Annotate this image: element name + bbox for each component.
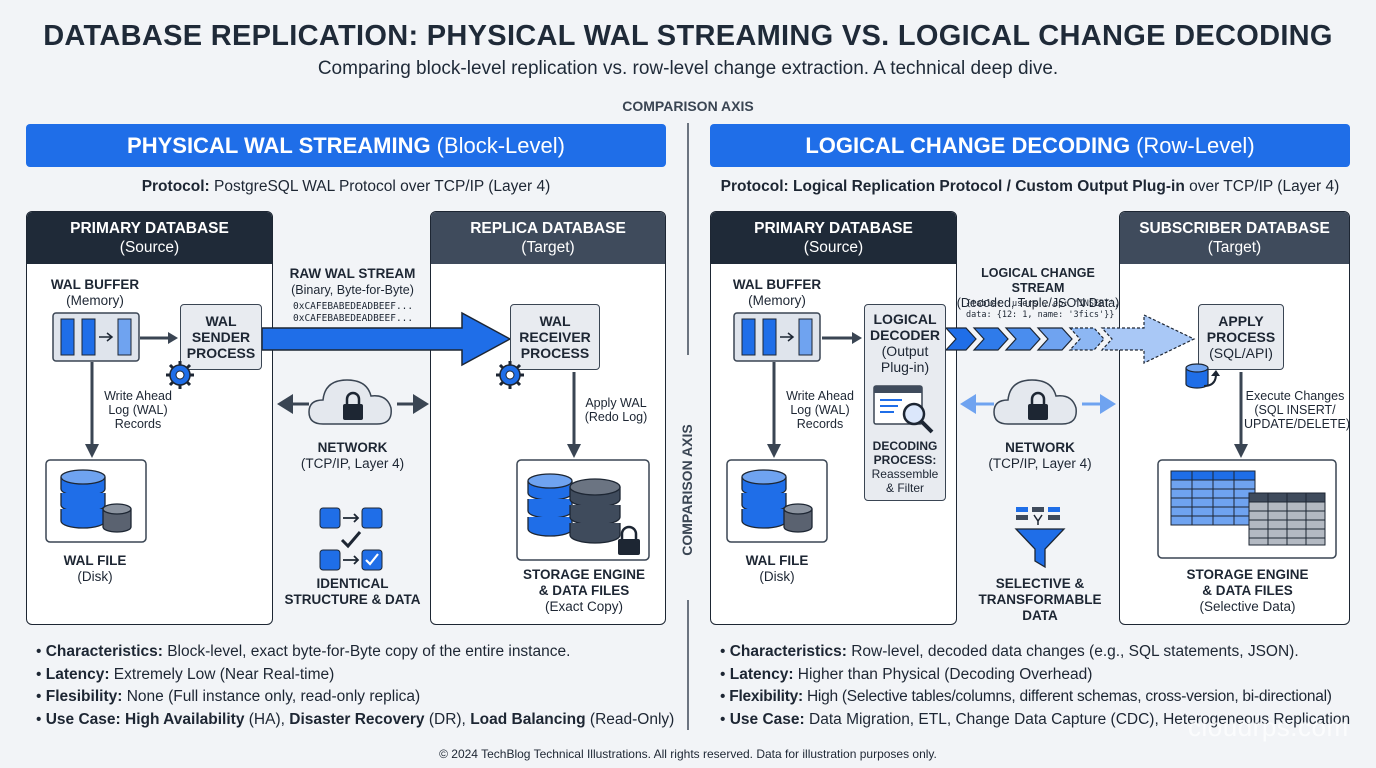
physical-banner-title: PHYSICAL WAL STREAMING [127,132,431,158]
physical-bullet: • Characteristics: Block-level, exact by… [36,643,571,660]
logical-stream-chevron-arrow [946,314,1196,364]
gear-icon [496,361,524,389]
physical-banner-sub: (Block-Level) [436,132,565,158]
buffer-to-decoder-arrow [822,332,862,344]
network-cloud-icon [960,379,1116,425]
page-subtitle: Comparing block-level replication vs. ro… [317,58,1059,79]
footer-copyright: © 2024 TechBlog Technical Illustrations.… [439,747,937,761]
decoder-search-icon [873,385,934,434]
page-title: DATABASE REPLICATION: PHYSICAL WAL STREA… [43,20,1333,52]
sync-database-icon [1185,363,1220,389]
physical-wal-buffer-label: WAL BUFFER(Memory) [50,277,140,308]
logical-bullet: • Characteristics: Row-level, decoded da… [720,643,1299,660]
network-cloud-icon [277,379,429,425]
comparison-axis-label: COMPARISON AXIS [622,98,754,114]
logical-banner: LOGICAL CHANGE DECODING (Row-Level) [710,124,1350,167]
wal-file-database-icon [45,459,147,543]
execute-changes-down-arrow [1234,372,1248,458]
physical-banner: PHYSICAL WAL STREAMING (Block-Level) [26,124,666,167]
execute-changes-label: Execute Changes(SQL INSERT/UPDATE/DELETE… [1244,389,1351,431]
logical-wal-buffer-label: WAL BUFFER(Memory) [732,277,822,308]
buffer-to-sender-arrow [140,332,178,344]
filter-funnel-icon [1014,507,1066,569]
apply-wal-label: Apply WAL(Redo Log) [584,396,648,424]
logical-wal-file-label: WAL FILE(Disk) [745,553,809,584]
logical-banner-title: LOGICAL CHANGE DECODING [805,132,1131,158]
logical-banner-sub: (Row-Level) [1136,132,1255,158]
center-divider-top [687,123,689,355]
physical-characteristics-list: • Characteristics: Block-level, exact by… [36,641,676,731]
raw-wal-hex: 0xCAFEBABEDEADBEEF...0xCAFEBABEDEADBEEF.… [293,301,414,324]
physical-bullet: • Flesibility: None (Full instance only,… [36,688,421,705]
physical-bullet: • Latency: Extremely Low (Near Real-time… [36,665,335,683]
replica-storage-label: STORAGE ENGINE& DATA FILES(Exact Copy) [522,567,646,614]
gear-icon [166,361,194,389]
watermark: cloudrps.com [1188,712,1349,742]
apply-wal-down-arrow [567,372,581,458]
wal-file-label: WAL FILE(Disk) [63,553,127,584]
raw-wal-stream-arrow [262,311,512,367]
selective-tables-icon [1157,459,1337,559]
wal-buffer-icon [733,312,821,362]
wal-buffer-icon [52,312,140,362]
physical-network-label: NETWORK(TCP/IP, Layer 4) [300,440,405,471]
logical-bullet: • Latency: Higher than Physical (Decodin… [720,665,1093,683]
physical-primary-database: PRIMARY DATABASE(Source) [26,211,273,625]
raw-wal-stream-label: RAW WAL STREAM(Binary, Byte-for-Byte) [289,266,416,297]
physical-protocol: Protocol: PostgreSQL WAL Protocol over T… [141,178,551,195]
identical-structure-icon [319,507,383,571]
logical-change-stream-label: LOGICAL CHANGE STREAM(Decoded, Tuple/JSO… [956,266,1120,310]
logical-bullet: • Use Case: Data Migration, ETL, Change … [720,710,1351,728]
write-ahead-down-arrow [767,362,781,458]
logical-stream-json: {table: 'users', ep: 'INSEBT',data: {12:… [966,299,1120,320]
wal-file-database-icon [726,459,828,543]
storage-engine-icon [516,459,650,561]
logical-protocol: Protocol: Logical Replication Protocol /… [720,178,1340,195]
logical-network-label: NETWORK(TCP/IP, Layer 4) [988,440,1092,471]
comparison-axis-vertical: COMPARISON AXIS [679,424,695,556]
subscriber-storage-label: STORAGE ENGINE& DATA FILES(Selective Dat… [1186,567,1309,614]
physical-bullet-usecase: • Use Case: High Availability (HA), Disa… [36,710,675,728]
logical-characteristics-list: • Characteristics: Row-level, decoded da… [720,641,1370,731]
logical-bullet: • Flexibility: High (Selective tables/co… [720,688,1332,705]
center-divider-bottom [687,600,689,730]
write-ahead-down-arrow [85,362,99,458]
